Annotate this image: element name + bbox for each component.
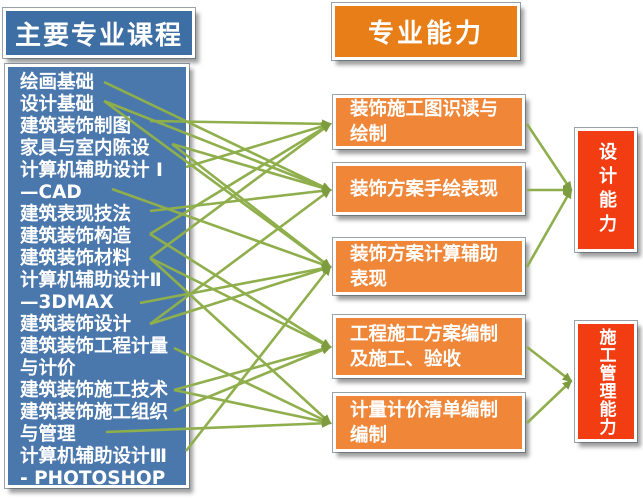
connector-line: [525, 188, 573, 268]
course-line: - PHOTOSHOP: [20, 468, 166, 489]
ability-line: 工程施工方案编制: [350, 323, 499, 345]
abilities-header: 专业能力: [332, 3, 520, 60]
connector-line: [171, 142, 332, 193]
courses-header: 主要专业课程: [3, 8, 195, 58]
course-line: 建筑装饰材料: [20, 248, 132, 269]
connector-line: [173, 344, 332, 392]
courses-header-label: 主要专业课程: [14, 20, 183, 51]
competency-box-design: 设计能力: [575, 128, 637, 252]
ability-box-construction-drawing-reading: 装饰施工图识读与 绘制: [333, 95, 525, 149]
ability-box-construction-plan: 工程施工方案编制 及施工、验收: [333, 315, 525, 378]
ability-line: 及施工、验收: [350, 348, 462, 370]
connector-line: [526, 379, 573, 424]
course-line: 家具与室内陈设: [20, 138, 150, 159]
course-line: 绘画基础: [20, 72, 95, 93]
ability-line: 装饰方案手绘表现: [350, 178, 499, 200]
course-list: 绘画基础 设计基础 建筑装饰制图 家具与室内陈设 计算机辅助设计 Ⅰ —CAD …: [5, 64, 189, 489]
connector-line: [173, 346, 332, 425]
course-line: 计算机辅助设计Ⅱ: [20, 270, 162, 291]
course-line: 建筑装饰设计: [20, 314, 132, 335]
abilities-header-label: 专业能力: [367, 19, 484, 49]
course-line: 建筑装饰制图: [20, 116, 132, 137]
ability-line: 计量计价清单编制: [350, 399, 499, 421]
connector-line: [173, 388, 332, 426]
ability-box-hand-drawing: 装饰方案手绘表现: [333, 163, 525, 215]
course-line: 与计价: [20, 358, 76, 379]
course-line: 建筑装饰施工组织: [20, 402, 169, 423]
connector-line: [171, 142, 332, 269]
ability-line: 表现: [350, 268, 388, 290]
competency-label: 设计能力: [596, 142, 617, 238]
competency-box-construction-management: 施工管理能力: [575, 321, 637, 442]
connector-line: [173, 345, 332, 413]
ability-line: 编制: [350, 424, 388, 446]
course-line: 建筑装饰构造: [20, 226, 132, 247]
connector-line: [526, 345, 573, 383]
course-line: —CAD: [20, 182, 82, 203]
competency-label: 施工管理能力: [595, 327, 616, 436]
ability-box-computer-aided-presentation: 装饰方案计算辅助 表现: [333, 238, 525, 295]
ability-line: 装饰施工图识读与: [350, 99, 499, 120]
course-line: 建筑装饰工程计量: [20, 336, 169, 357]
course-line: —3DMAX: [20, 292, 114, 313]
course-line: 建筑装饰施工技术: [20, 380, 169, 401]
ability-line: 绘制: [350, 124, 388, 145]
course-line: 建筑表现技法: [20, 204, 132, 225]
connector-line: [184, 265, 332, 452]
connector-line: [185, 121, 332, 169]
ability-box-quantity-pricing-list: 计量计价清单编制 编制: [333, 393, 525, 452]
course-line: 与管理: [20, 424, 76, 445]
course-line: 计算机辅助设计Ⅲ: [20, 446, 167, 467]
course-line: 设计基础: [20, 94, 95, 115]
connector-line: [525, 123, 573, 192]
course-line: 计算机辅助设计 Ⅰ: [20, 160, 163, 181]
ability-line: 装饰方案计算辅助: [350, 243, 499, 265]
